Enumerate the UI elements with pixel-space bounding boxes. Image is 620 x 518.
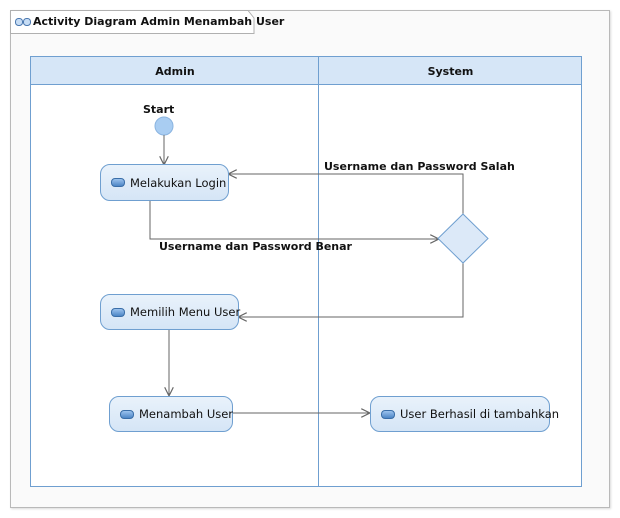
action-user-berhasil: User Berhasil di tambahkan [370, 396, 559, 432]
lane-header-admin: Admin [155, 64, 195, 78]
activity-diagram-icon [15, 18, 31, 26]
start-node [154, 116, 174, 136]
action-label: User Berhasil di tambahkan [400, 407, 560, 421]
action-icon [111, 178, 125, 187]
action-icon [111, 307, 125, 317]
edge-decision-login [229, 174, 464, 214]
edge-label-benar: Username dan Password Benar [159, 240, 352, 253]
action-icon [120, 409, 134, 419]
action-icon [381, 409, 395, 419]
action-memilih-menu-user: Memilih Menu User [100, 294, 241, 330]
decision-node [437, 213, 489, 264]
lane-header-system: System [427, 64, 474, 78]
start-label: Start [143, 103, 175, 116]
edge-label-salah: Username dan Password Salah [324, 160, 515, 173]
edge-decision-menu [239, 263, 464, 317]
diagram-title: Activity Diagram Admin Menambah User [33, 15, 285, 28]
title-tab-shape [10, 10, 255, 34]
action-melakukan-login: Melakukan Login [100, 164, 229, 201]
action-label: Memilih Menu User [130, 305, 241, 319]
action-menambah-user: Menambah User [109, 396, 233, 432]
action-label: Melakukan Login [130, 175, 227, 190]
action-label: Menambah User [139, 407, 234, 421]
edge-login-decision [149, 200, 438, 239]
